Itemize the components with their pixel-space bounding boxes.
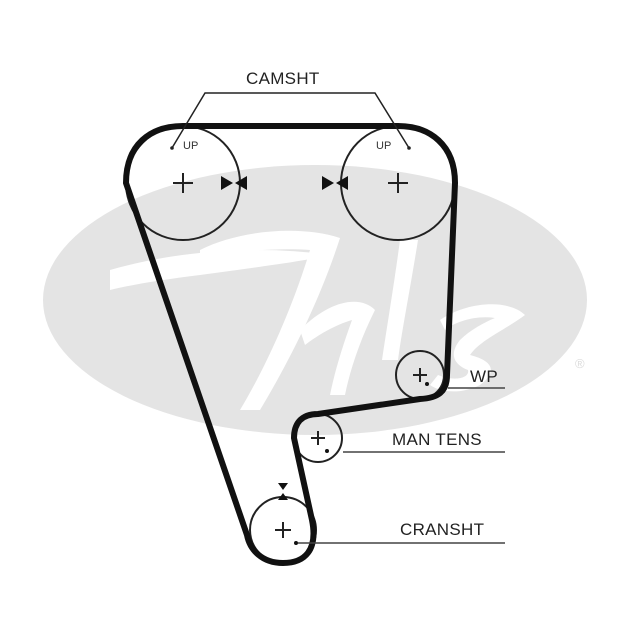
plus-icon: [311, 431, 325, 445]
plus-icon: [275, 522, 291, 538]
timing-triangle-icon: [278, 483, 288, 490]
plus-icon: [173, 173, 193, 193]
water-pump-label: WP: [470, 367, 498, 386]
plus-icon: [413, 368, 427, 382]
camshaft-leader: [171, 92, 410, 149]
timing-belt: [123, 123, 458, 566]
crankshaft-label: CRANSHT: [400, 520, 484, 539]
manual-tensioner-label: MAN TENS: [392, 430, 482, 449]
up-label-right: UP: [376, 140, 391, 152]
timing-triangle-icon: [336, 176, 348, 190]
gates-logo-watermark: ®: [43, 165, 587, 435]
timing-triangle-icon: [278, 493, 288, 500]
up-label-left: UP: [183, 140, 198, 152]
timing-triangle-icon: [235, 176, 247, 190]
registered-mark: ®: [575, 356, 585, 371]
timing-triangle-icon: [322, 176, 334, 190]
center-marks: [173, 173, 427, 538]
timing-marks: [221, 176, 429, 545]
camshaft-label: CAMSHT: [246, 69, 320, 88]
timing-triangle-icon: [221, 176, 233, 190]
plus-icon: [388, 173, 408, 193]
